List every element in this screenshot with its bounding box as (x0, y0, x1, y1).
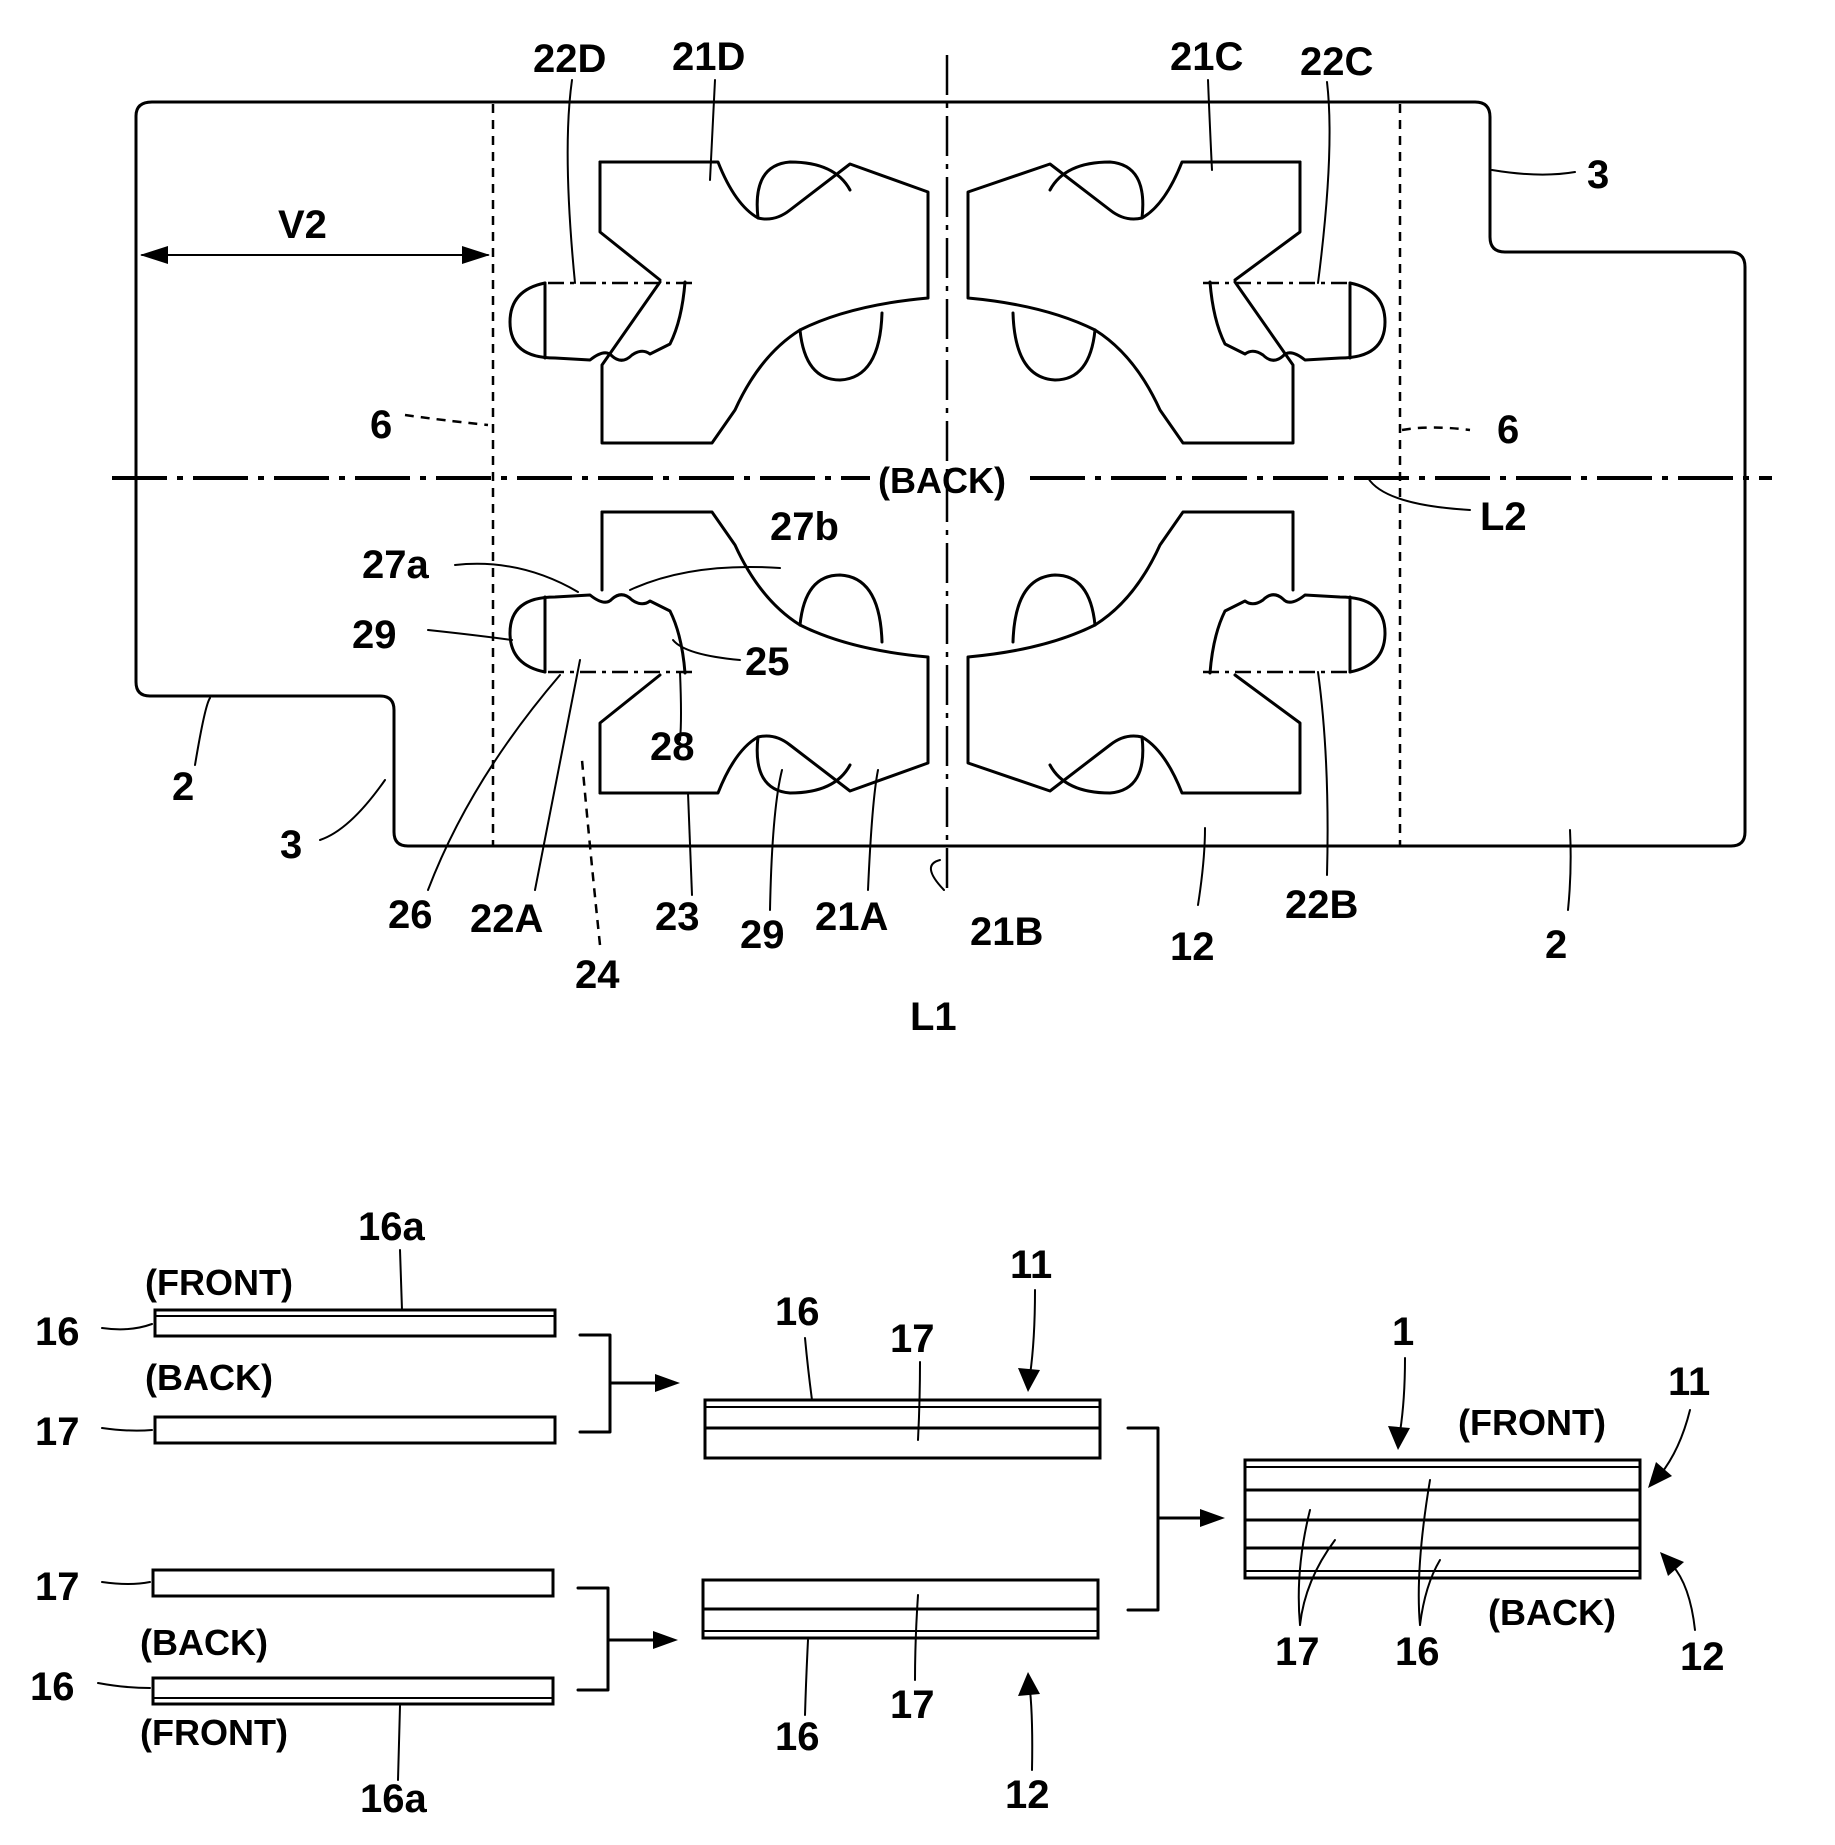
ref-29-bottom: 29 (740, 913, 785, 957)
ref-21A: 21A (815, 895, 888, 939)
ref-2-right: 2 (1545, 923, 1567, 967)
left-stack-top: (FRONT) 16a 16 (BACK) 17 (35, 1205, 680, 1454)
ref-L1: L1 (910, 995, 957, 1039)
ref-16a-bottom: 16a (360, 1777, 427, 1821)
ref-24: 24 (575, 953, 620, 997)
final-laminate-1: 1 (FRONT) 11 17 16 (BACK) 12 (1245, 1310, 1725, 1679)
left-stack-bottom: 17 (BACK) 16 (FRONT) 16a (30, 1565, 678, 1821)
label-back-1: (BACK) (145, 1357, 273, 1398)
ref-1: 1 (1392, 1310, 1414, 1354)
sheet-16-front (155, 1310, 555, 1336)
ref-21B: 21B (970, 910, 1043, 954)
part-21A (510, 512, 928, 793)
ref-28: 28 (650, 725, 695, 769)
label-front-final: (FRONT) (1458, 1402, 1606, 1443)
ref-12-final: 12 (1680, 1635, 1725, 1679)
ref-25: 25 (745, 640, 790, 684)
ref-3-bottom-left: 3 (280, 823, 302, 867)
ref-21C: 21C (1170, 35, 1243, 79)
part-21C (968, 162, 1385, 443)
ref-27b: 27b (770, 505, 839, 549)
ref-11-mid: 11 (1010, 1243, 1052, 1287)
ref-11-final: 11 (1668, 1360, 1710, 1404)
label-back-2: (BACK) (140, 1622, 268, 1663)
ref-17-final: 17 (1275, 1630, 1320, 1674)
ref-12-top: 12 (1170, 925, 1215, 969)
ref-6-right: 6 (1497, 408, 1519, 452)
dim-v2-label: V2 (278, 203, 327, 247)
ref-6-left: 6 (370, 403, 392, 447)
ref-17-mid-top: 17 (890, 1317, 935, 1361)
ref-17-mid-bottom: 17 (890, 1683, 935, 1727)
ref-16-1: 16 (35, 1310, 80, 1354)
sheet-17-top (155, 1417, 555, 1443)
leader-lines (195, 80, 1575, 945)
ref-16-2: 16 (30, 1665, 75, 1709)
part-21D (510, 162, 928, 443)
ref-16-mid-bottom: 16 (775, 1715, 820, 1759)
ref-2-left: 2 (172, 765, 194, 809)
ref-22D: 22D (533, 37, 606, 81)
part-21B (968, 512, 1385, 793)
ref-16-mid-top: 16 (775, 1290, 820, 1334)
back-center-label: (BACK) (878, 460, 1006, 501)
ref-21D: 21D (672, 35, 745, 79)
ref-17-1: 17 (35, 1410, 80, 1454)
label-back-final: (BACK) (1488, 1592, 1616, 1633)
middle-laminate-12: 16 17 12 (703, 1580, 1098, 1817)
label-front-2: (FRONT) (140, 1712, 288, 1753)
sheet-17-bottom (153, 1570, 553, 1596)
middle-laminate-11: 16 17 11 (705, 1243, 1100, 1458)
ref-22C: 22C (1300, 40, 1373, 84)
blank-sheet-figure: V2 (112, 35, 1772, 1039)
lamination-process-figure: (FRONT) 16a 16 (BACK) 17 17 (BACK) 16 (F… (30, 1205, 1725, 1821)
dimension-v2: V2 (140, 203, 490, 264)
ref-27a: 27a (362, 543, 429, 587)
sheet-16-bottom (153, 1678, 553, 1704)
ref-L2: L2 (1480, 495, 1527, 539)
ref-23: 23 (655, 895, 700, 939)
ref-17-2: 17 (35, 1565, 80, 1609)
ref-29-left: 29 (352, 613, 397, 657)
ref-3-top-right: 3 (1587, 153, 1609, 197)
ref-16a-top: 16a (358, 1205, 425, 1249)
merge-bracket (1128, 1428, 1158, 1610)
ref-12-mid: 12 (1005, 1773, 1050, 1817)
ref-26: 26 (388, 893, 433, 937)
ref-22A: 22A (470, 897, 543, 941)
ref-22B: 22B (1285, 883, 1358, 927)
label-front-1: (FRONT) (145, 1262, 293, 1303)
ref-16-final: 16 (1395, 1630, 1440, 1674)
